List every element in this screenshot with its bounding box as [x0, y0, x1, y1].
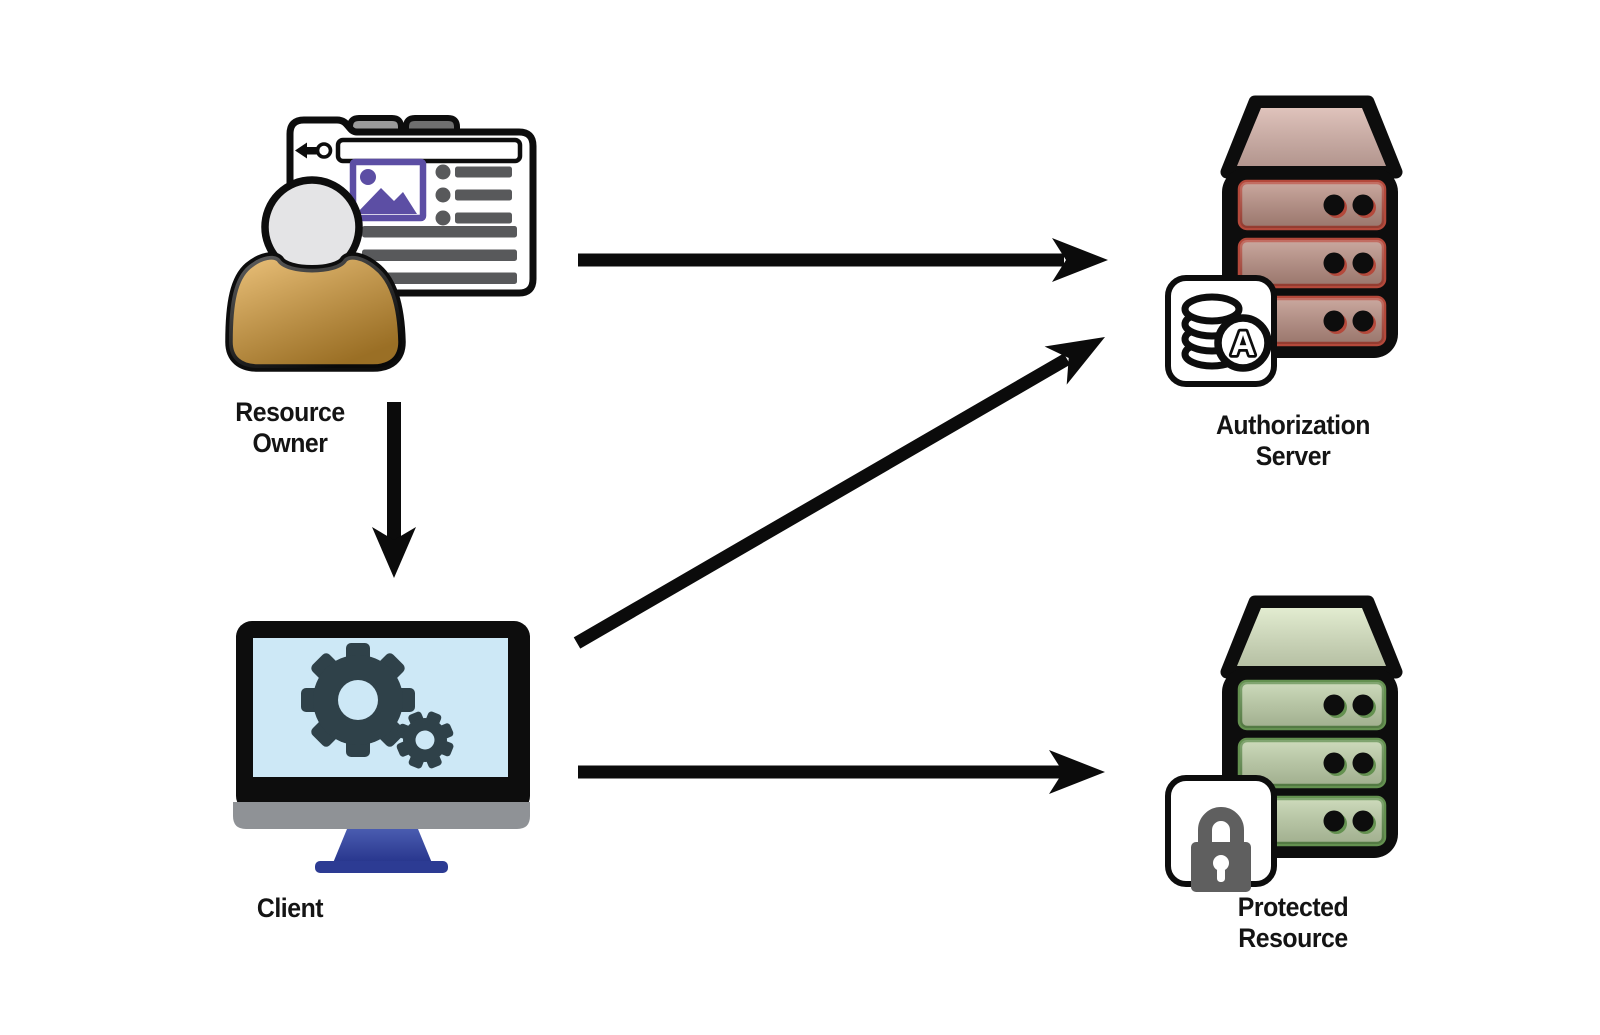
browser-address-bar [335, 137, 523, 164]
user-with-browser-icon [225, 115, 537, 372]
monitor-stand [315, 829, 448, 873]
user-body-icon [225, 252, 406, 372]
lock-badge [1165, 775, 1277, 892]
arrow-resource-owner-to-auth-server [578, 238, 1108, 282]
browser-refresh-icon [315, 142, 333, 159]
client-label: Client [256, 893, 324, 923]
server-stack-icon [1220, 595, 1403, 858]
lock-icon [1191, 807, 1251, 892]
authorization-server-label: Authorization Server [1215, 410, 1371, 471]
database-letter: A [1231, 325, 1256, 363]
arrow-client-to-protected-resource [578, 750, 1105, 794]
gear-icon [301, 643, 415, 757]
database-badge: A [1165, 275, 1277, 387]
bullet-list [435, 164, 512, 226]
browser-back-icon [295, 142, 318, 159]
protected-resource-label: Protected Resource [1237, 892, 1349, 953]
protected-resource-icon [1165, 595, 1403, 892]
arrow-client-to-auth-server [573, 337, 1105, 649]
arrow-resource-owner-to-client [372, 402, 416, 578]
monitor-chin [233, 802, 530, 829]
computer-with-gears-icon [233, 621, 530, 873]
resource-owner-label: Resource Owner [235, 397, 345, 458]
gear-small-icon [396, 711, 454, 769]
auth-server-icon: A [1165, 95, 1403, 387]
text-lines [362, 226, 517, 284]
database-icon: A [1181, 293, 1272, 372]
image-placeholder-icon [349, 158, 427, 222]
